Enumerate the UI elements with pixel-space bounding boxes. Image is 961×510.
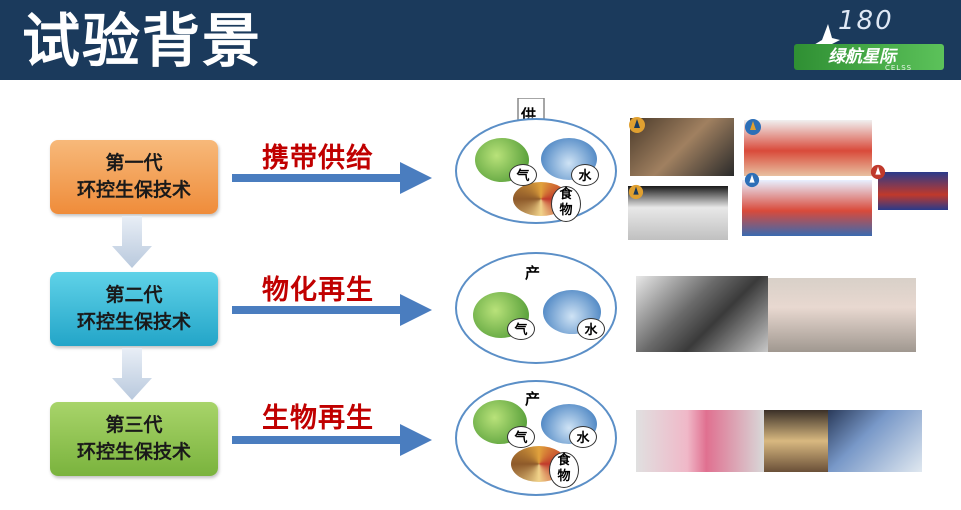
generation-1-box: 第一代 环控生保技术: [50, 140, 218, 214]
generation-1-title: 第一代: [105, 152, 163, 174]
method-label-1: 携带供给: [262, 143, 374, 174]
method-label-3: 生物再生: [262, 403, 374, 434]
resource-cycle-3: 产 气 水 食 物: [455, 380, 617, 496]
lab-photo: [768, 278, 916, 352]
generation-2-title: 第二代: [105, 284, 163, 306]
generation-3-box: 第三代 环控生保技术: [50, 402, 218, 476]
facility-photo: [636, 410, 764, 472]
right-arrow-icon: [232, 294, 432, 326]
produce-label-2: 产: [525, 264, 541, 282]
logo: 180 绿航星际 CELSS: [790, 6, 950, 76]
water-label: 水: [569, 426, 597, 448]
generation-3-title: 第三代: [105, 414, 163, 436]
astronaut-photo: [878, 172, 948, 210]
water-label: 水: [571, 164, 599, 186]
mission-emblem-icon: [745, 119, 761, 135]
food-label-char1: 食: [559, 187, 573, 202]
mission-emblem-icon: [628, 184, 644, 200]
generation-2-subtitle: 环控生保技术: [76, 311, 191, 333]
generation-2-box: 第二代 环控生保技术: [50, 272, 218, 346]
mission-emblem-icon: [629, 117, 645, 133]
food-label-char2: 物: [559, 203, 573, 218]
food-label-char2: 物: [557, 469, 571, 484]
stairway-photo: [828, 410, 922, 472]
astronaut-photo: [742, 180, 872, 236]
water-label: 水: [577, 318, 605, 340]
astronaut-photo: [744, 120, 872, 176]
header-bar: 试验背景 180 绿航星际 CELSS: [0, 0, 961, 80]
generation-1-subtitle: 环控生保技术: [76, 179, 191, 201]
food-label: 食 物: [549, 452, 579, 488]
logo-sub: CELSS: [885, 64, 913, 72]
down-arrow-icon: [112, 216, 152, 268]
produce-label-3: 产: [525, 390, 541, 408]
equipment-photo: [636, 276, 768, 352]
mission-emblem-icon: [870, 164, 886, 180]
air-label: 气: [507, 426, 535, 448]
right-arrow-icon: [232, 424, 432, 456]
resource-cycle-1: 气 水 食 物: [455, 118, 617, 224]
logo-name: 绿航星际: [828, 47, 896, 67]
logo-number: 180: [838, 6, 894, 36]
right-arrow-icon: [232, 162, 432, 194]
astronaut-photo: [628, 186, 728, 240]
air-label: 气: [509, 164, 537, 186]
food-label-char1: 食: [557, 453, 571, 468]
resource-cycle-2: 产 气 水: [455, 252, 617, 364]
page-title: 试验背景: [22, 7, 263, 75]
logo-plate: [794, 44, 944, 70]
corridor-photo: [764, 410, 828, 472]
method-label-2: 物化再生: [262, 275, 374, 306]
air-label: 气: [507, 318, 535, 340]
down-arrow-icon: [112, 348, 152, 400]
food-label: 食 物: [551, 186, 581, 222]
astronaut-photo: [630, 118, 734, 176]
generation-3-subtitle: 环控生保技术: [76, 441, 191, 463]
mission-emblem-icon: [744, 172, 760, 188]
